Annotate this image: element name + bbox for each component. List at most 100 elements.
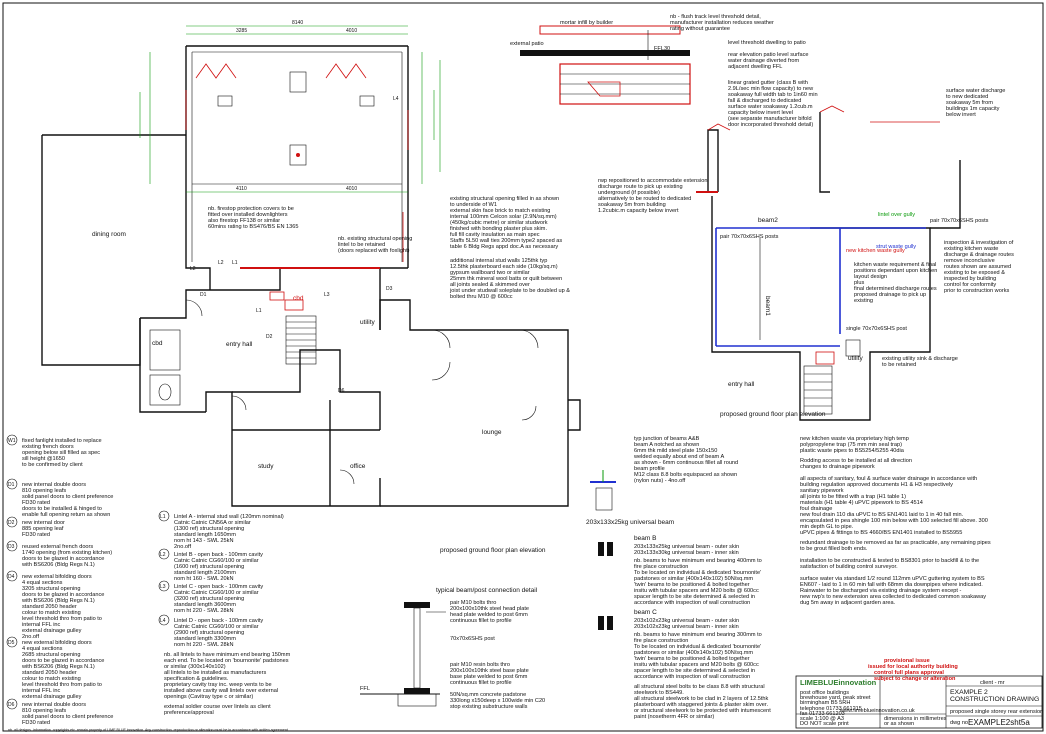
svg-text:D3: D3: [8, 544, 15, 550]
stamp-2: issued for local authority building: [868, 664, 958, 670]
label-universal-beam: 203x133x25kg universal beam: [586, 519, 674, 526]
note-gutter: surface water via standard 1/2 round 112…: [800, 576, 988, 606]
note-sanitary: all aspects of sanitary, foul & surface …: [800, 476, 989, 536]
label-post: 70x70x6SHS post: [450, 636, 495, 642]
stamp-1: provisional issue: [884, 658, 930, 664]
label-beam2: beam2: [758, 217, 778, 224]
svg-text:Lintel A - internal stud wall: Lintel A - internal stud wall (120mm nom…: [174, 514, 285, 550]
note-threshold-nb: nb - flush track level threshold detail,…: [670, 14, 775, 32]
room-lounge: lounge: [482, 429, 502, 436]
door-legend: W1 fixed fanlight installed to replace e…: [6, 434, 115, 726]
svg-text:lintel over gully: lintel over gully: [878, 212, 915, 218]
note-connection-2: pair M10 resin bolts thro 200x100x10thk …: [450, 662, 530, 686]
room-entry-hall: entry hall: [226, 341, 253, 348]
note-kitchen-waste-right: kitchen waste requirement & final positi…: [854, 262, 939, 304]
label-beam-c: beam C: [634, 609, 657, 616]
svg-text:L2: L2: [190, 266, 196, 272]
client: client - mr: [980, 680, 1005, 686]
logo: LIMEBLUEinnovation: [800, 678, 877, 687]
dim-4: 4010: [346, 186, 357, 192]
svg-text:D1: D1: [8, 482, 15, 488]
svg-text:L3: L3: [160, 584, 166, 590]
svg-text:nb. all lintels to have minimu: nb. all lintels to have minimum end bear…: [164, 652, 292, 700]
label-connection: typical beam/post connection detail: [436, 587, 538, 594]
address: post office buildings brewhouse yard, pe…: [800, 690, 872, 706]
lintel-legend: L1 Lintel A - internal stud wall (120mm …: [158, 510, 292, 716]
svg-text:new internal door 885 op: new internal door 885 opening leaf FD30 …: [22, 520, 66, 538]
svg-text:D6: D6: [8, 702, 15, 708]
svg-text:Lintel C - open back - 100mm c: Lintel C - open back - 100mm cavity Catn…: [174, 584, 265, 614]
room-office: office: [350, 463, 366, 470]
room-cbd-red: cbd: [293, 295, 304, 302]
svg-text:Lintel B - open back - 100mm c: Lintel B - open back - 100mm cavity Catn…: [174, 552, 264, 582]
svg-text:new internal double doors: new internal double doors 810 opening le…: [22, 482, 115, 518]
post-detail: typical beam/post connection detail pair…: [360, 587, 547, 710]
svg-text:L1: L1: [160, 514, 166, 520]
svg-text:W1: W1: [8, 438, 16, 444]
dim-note: dimensions in millimetres or as shown: [884, 716, 948, 727]
dim-2: 4010: [346, 28, 357, 34]
scale: scale 1:100 @ A3 DO NOT scale print: [800, 716, 849, 727]
right-plan: beam2 beam1 utility entry hall proposed …: [696, 105, 989, 421]
note-beam-b: nb. beams to have minimum end bearing 40…: [634, 558, 763, 606]
floor-plan: 8140 3285 4010 4110 4010 dining room ent…: [41, 20, 581, 554]
note-kitchen-waste: new kitchen waste via proprietary high t…: [800, 436, 910, 454]
svg-text:strut waste gully: strut waste gully: [876, 244, 916, 250]
svg-text:D2: D2: [8, 520, 15, 526]
threshold-detail: mortar infill by builder external patio …: [510, 14, 819, 128]
room-dining: dining room: [92, 231, 126, 238]
label-beam1: beam1: [764, 296, 771, 316]
project: EXAMPLE 2 CONSTRUCTION DRAWING: [950, 689, 1039, 703]
note-steel-bolts: all structural steel bolts to be class 8…: [634, 684, 772, 720]
note-installation: installation to be constructed & tested …: [800, 558, 981, 570]
svg-text:D4: D4: [8, 574, 15, 580]
dim-3: 4110: [236, 186, 247, 192]
svg-text:pair 70x70x6SHS posts: pair 70x70x6SHS posts: [930, 218, 989, 224]
svg-text:new kitchen waste gully: new kitchen waste gully: [846, 248, 905, 254]
room-utility: utility: [360, 319, 376, 326]
svg-text:203x102x23kg universal beam -: 203x102x23kg universal beam - outer skin: [634, 618, 739, 624]
svg-text:L4: L4: [393, 96, 399, 102]
note-padstone: 50N/sq.mm concrete padstone 330long x150…: [450, 692, 547, 710]
svg-text:203x102x23kg universal beam -: 203x102x23kg universal beam - inner skin: [634, 624, 739, 630]
title-block: LIMEBLUEinnovation post office buildings…: [8, 658, 1043, 732]
note-beam-c: nb. beams to have minimum end bearing 30…: [634, 632, 763, 680]
note-inspection: inspection & investigation of existing k…: [944, 240, 1016, 294]
telephone: telephone 01733 661215 fax 01733 661203: [800, 706, 863, 717]
footer: nb. all designs, information, copyrights…: [8, 728, 288, 732]
svg-text:L2: L2: [160, 552, 166, 558]
note-rodding: Rodding access to be installed at all di…: [800, 458, 914, 470]
svg-text:pair 70x70x6SHS posts: pair 70x70x6SHS posts: [720, 234, 779, 240]
room-cbd: cbd: [152, 340, 163, 347]
label-beam-b: beam B: [634, 535, 656, 542]
room-study: study: [258, 463, 274, 470]
label-ffl30: FFL30: [654, 46, 670, 52]
label-threshold-title: level threshold dwelling to patio: [728, 40, 806, 46]
stamp-3: control full plans approval: [874, 670, 944, 676]
label-rsj1: 203x133x25kg universal beam - outer skin: [634, 544, 739, 550]
svg-text:fixed fanlight installed to re: fixed fanlight installed to replace exis…: [22, 438, 103, 468]
svg-text:L3: L3: [324, 292, 330, 298]
note-rwp: rwp repositioned to accommodate extensio…: [598, 178, 709, 214]
svg-text:D6: D6: [338, 388, 345, 394]
label-external-patio: external patio: [510, 41, 544, 47]
svg-text:single 70x70x6SHS post: single 70x70x6SHS post: [846, 326, 907, 332]
svg-text:Lintel D - open back - 100mm c: Lintel D - open back - 100mm cavity Catn…: [174, 618, 265, 648]
label-rsj2: 203x133x30kg universal beam - inner skin: [634, 550, 739, 556]
note-surface-water: surface water discharge to new dedicated…: [946, 88, 1007, 118]
website: www.limeblueinnovation.co.uk: [839, 708, 915, 714]
label-ffl: FFL: [360, 686, 370, 692]
note-utility-sink: existing utility sink & discharge to be …: [882, 356, 959, 368]
svg-text:L4: L4: [160, 618, 166, 624]
note-threshold-gutter: linear grated gutter (class B with 2.9L/…: [728, 80, 819, 128]
svg-text:L1: L1: [232, 260, 238, 266]
dim-1: 3285: [236, 28, 247, 34]
dwg-label: dwg no.: [950, 720, 970, 726]
svg-text:D1: D1: [200, 292, 207, 298]
svg-text:D3: D3: [386, 286, 393, 292]
svg-text:L2: L2: [218, 260, 224, 266]
svg-text:new external bifolding doors: new external bifolding doors 4 equal sec…: [21, 574, 106, 640]
dim-total: 8140: [292, 20, 303, 26]
label-plan-elevation: proposed ground floor plan elevation: [440, 547, 546, 554]
room-entry-hall-right: entry hall: [728, 381, 755, 388]
